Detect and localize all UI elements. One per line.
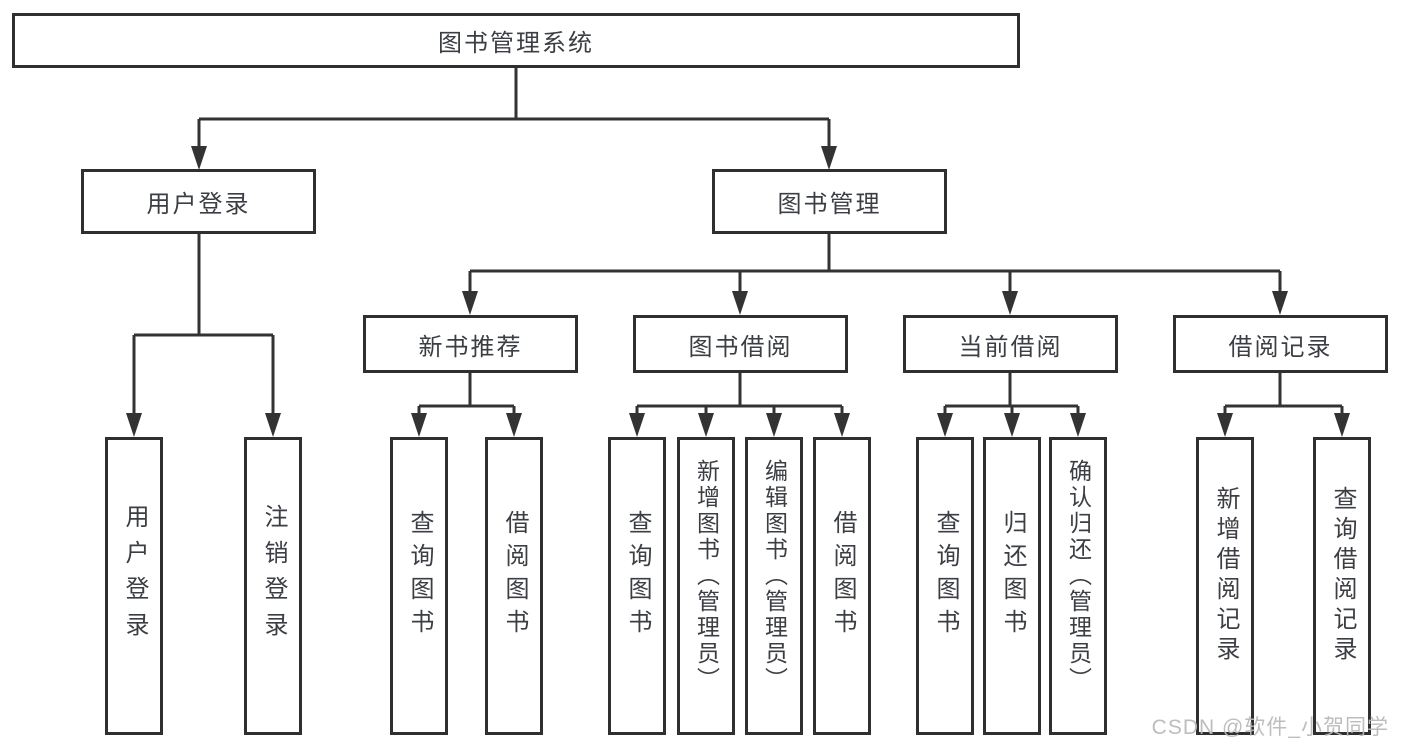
leaf-label: 归还图书 — [999, 510, 1026, 642]
leaf-return-books: 归还图书 — [983, 437, 1041, 735]
leaf-edit-book-admin: 编辑图书（管理员） — [745, 437, 803, 735]
node-label: 图书借阅 — [688, 333, 793, 361]
leaf-confirm-return-admin: 确认归还（管理员） — [1049, 437, 1107, 735]
leaf-label: 新增借阅记录 — [1212, 486, 1239, 666]
csdn-watermark: CSDN @软件_小贺同学 — [1151, 716, 1389, 739]
node-label: 图书管理 — [777, 191, 882, 218]
node-label: 当前借阅 — [958, 333, 1063, 361]
node-current-borrowing: 当前借阅 — [903, 315, 1118, 373]
leaf-label: 借阅图书 — [501, 510, 528, 642]
connector-user-login-branch — [126, 234, 281, 437]
node-label: 新书推荐 — [418, 333, 523, 361]
leaf-label: 编辑图书（管理员） — [761, 459, 788, 693]
leaf-label: 用户登录 — [121, 504, 148, 648]
leaf-query-books-recommend: 查询图书 — [390, 437, 448, 735]
leaf-borrow-books-borrowing: 借阅图书 — [813, 437, 871, 735]
connector-root-to-level2 — [191, 68, 837, 170]
leaf-add-book-admin: 新增图书（管理员） — [677, 437, 735, 735]
node-label: 图书管理系统 — [438, 30, 594, 57]
leaf-add-borrow-record: 新增借阅记录 — [1196, 437, 1254, 735]
node-label: 借阅记录 — [1228, 333, 1333, 361]
leaf-label: 查询图书 — [624, 510, 651, 642]
leaf-borrow-books-recommend: 借阅图书 — [485, 437, 543, 735]
leaf-label: 查询图书 — [406, 510, 433, 642]
node-user-login: 用户登录 — [81, 169, 316, 234]
connector-new-book-recommendation-branch — [411, 373, 522, 437]
leaf-logout: 注销登录 — [244, 437, 302, 735]
leaf-query-books-current: 查询图书 — [916, 437, 974, 735]
connector-book-borrowing-branch — [629, 373, 850, 437]
node-new-book-recommendation: 新书推荐 — [363, 315, 578, 373]
node-borrowing-records: 借阅记录 — [1173, 315, 1388, 373]
leaf-label: 查询借阅记录 — [1329, 486, 1356, 666]
leaf-label: 新增图书（管理员） — [693, 459, 720, 693]
connector-borrowing-records-branch — [1217, 373, 1350, 437]
leaf-label: 确认归还（管理员） — [1065, 459, 1092, 693]
leaf-label: 注销登录 — [260, 504, 287, 648]
leaf-label: 借阅图书 — [829, 510, 856, 642]
node-book-management: 图书管理 — [712, 169, 947, 234]
node-label: 用户登录 — [146, 191, 251, 218]
node-library-management-system: 图书管理系统 — [12, 13, 1020, 68]
leaf-label: 查询图书 — [932, 510, 959, 642]
leaf-user-login: 用户登录 — [105, 437, 163, 735]
connector-current-borrowing-branch — [937, 373, 1086, 437]
node-book-borrowing: 图书借阅 — [633, 315, 848, 373]
connector-book-management-branch — [462, 234, 1288, 315]
leaf-query-books-borrowing: 查询图书 — [608, 437, 666, 735]
leaf-query-borrow-record: 查询借阅记录 — [1313, 437, 1371, 735]
